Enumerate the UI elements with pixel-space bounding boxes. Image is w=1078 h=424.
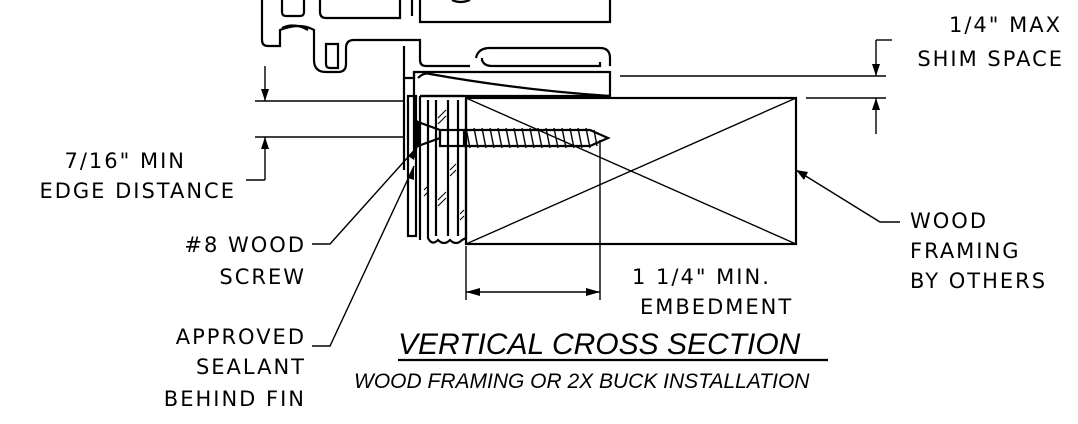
embedment-label-line1: 1 1/4" MIN. (632, 265, 771, 289)
title-block: VERTICAL CROSS SECTION WOOD FRAMING OR 2… (354, 328, 828, 393)
sealant-label-line2: SEALANT (196, 355, 306, 379)
labels: 1/4" MAX SHIM SPACE 7/16" MIN EDGE DISTA… (39, 13, 1064, 411)
embedment-label-line2: EMBEDMENT (640, 295, 793, 319)
framing-label-line3: BY OTHERS (910, 269, 1047, 293)
shim-label-line2: SHIM SPACE (917, 47, 1064, 71)
screw-label-line1: #8 WOOD (184, 233, 306, 257)
edge-label-line1: 7/16" MIN (64, 149, 186, 173)
shim-stack (418, 94, 468, 245)
dimension-lines (246, 39, 900, 347)
window-frame-profile (260, 0, 612, 170)
sealant-label-line1: APPROVED (176, 325, 306, 349)
edge-label-line2: EDGE DISTANCE (39, 179, 236, 203)
drawing-title: VERTICAL CROSS SECTION (398, 328, 801, 361)
framing-label-line1: WOOD (910, 209, 988, 233)
sealant-label-line3: BEHIND FIN (164, 387, 306, 411)
wood-screw (416, 120, 611, 149)
wood-framing-block (464, 96, 798, 246)
drawing-subtitle: WOOD FRAMING OR 2X BUCK INSTALLATION (354, 370, 810, 393)
framing-label-line2: FRAMING (910, 239, 1020, 263)
shim-label-line1: 1/4" MAX (949, 13, 1062, 37)
screw-label-line2: SCREW (219, 265, 306, 289)
